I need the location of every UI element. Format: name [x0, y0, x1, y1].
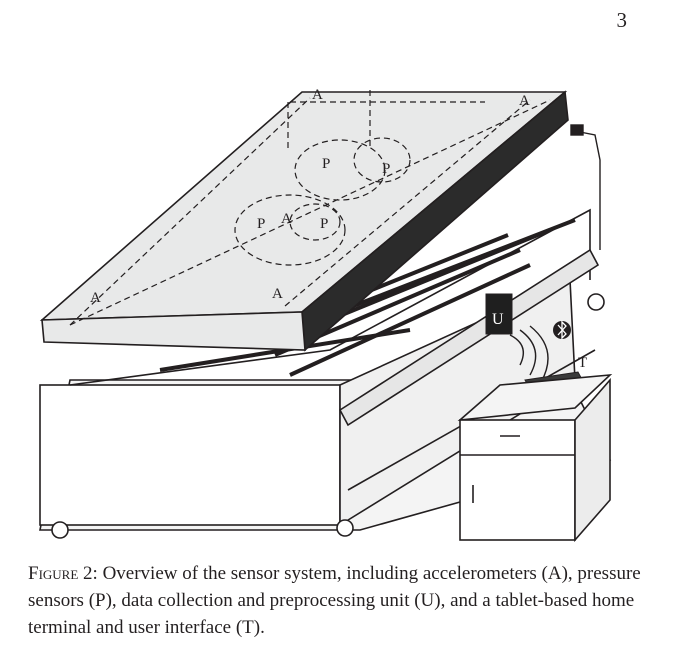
page-number: 3: [616, 8, 628, 32]
figure-caption: Figure 2: Overview of the sensor system,…: [28, 560, 648, 641]
pressure-label-4: P: [320, 216, 328, 232]
bed-wheels: [51, 293, 605, 539]
unit-label: U: [492, 311, 504, 328]
pressure-label-2: P: [382, 161, 390, 177]
accelerometer-label-4: A: [272, 286, 283, 302]
accelerometer-label-1: A: [312, 87, 323, 103]
bed-sensor-illustration: A A A A A P P P P U: [39, 87, 613, 543]
caption-lead: Figure 2:: [28, 563, 98, 584]
nightstand: [457, 373, 613, 543]
accelerometer-label-3: A: [90, 290, 101, 306]
terminal-label: T: [578, 355, 587, 371]
accelerometer-label-5: A: [281, 211, 292, 227]
accelerometer-label-2: A: [519, 93, 530, 109]
mattress: [39, 90, 569, 352]
caption-text: Overview of the sensor system, including…: [28, 563, 641, 638]
bluetooth-icon: [553, 320, 571, 340]
pressure-label-1: P: [322, 156, 330, 172]
figure-illustration: A A A A A P P P P U: [30, 80, 620, 550]
sensor-labels: A A A A A P P P P: [90, 87, 530, 306]
data-collection-unit: U: [485, 293, 513, 335]
pressure-label-3: P: [257, 216, 265, 232]
sensor-cable: [570, 124, 601, 250]
